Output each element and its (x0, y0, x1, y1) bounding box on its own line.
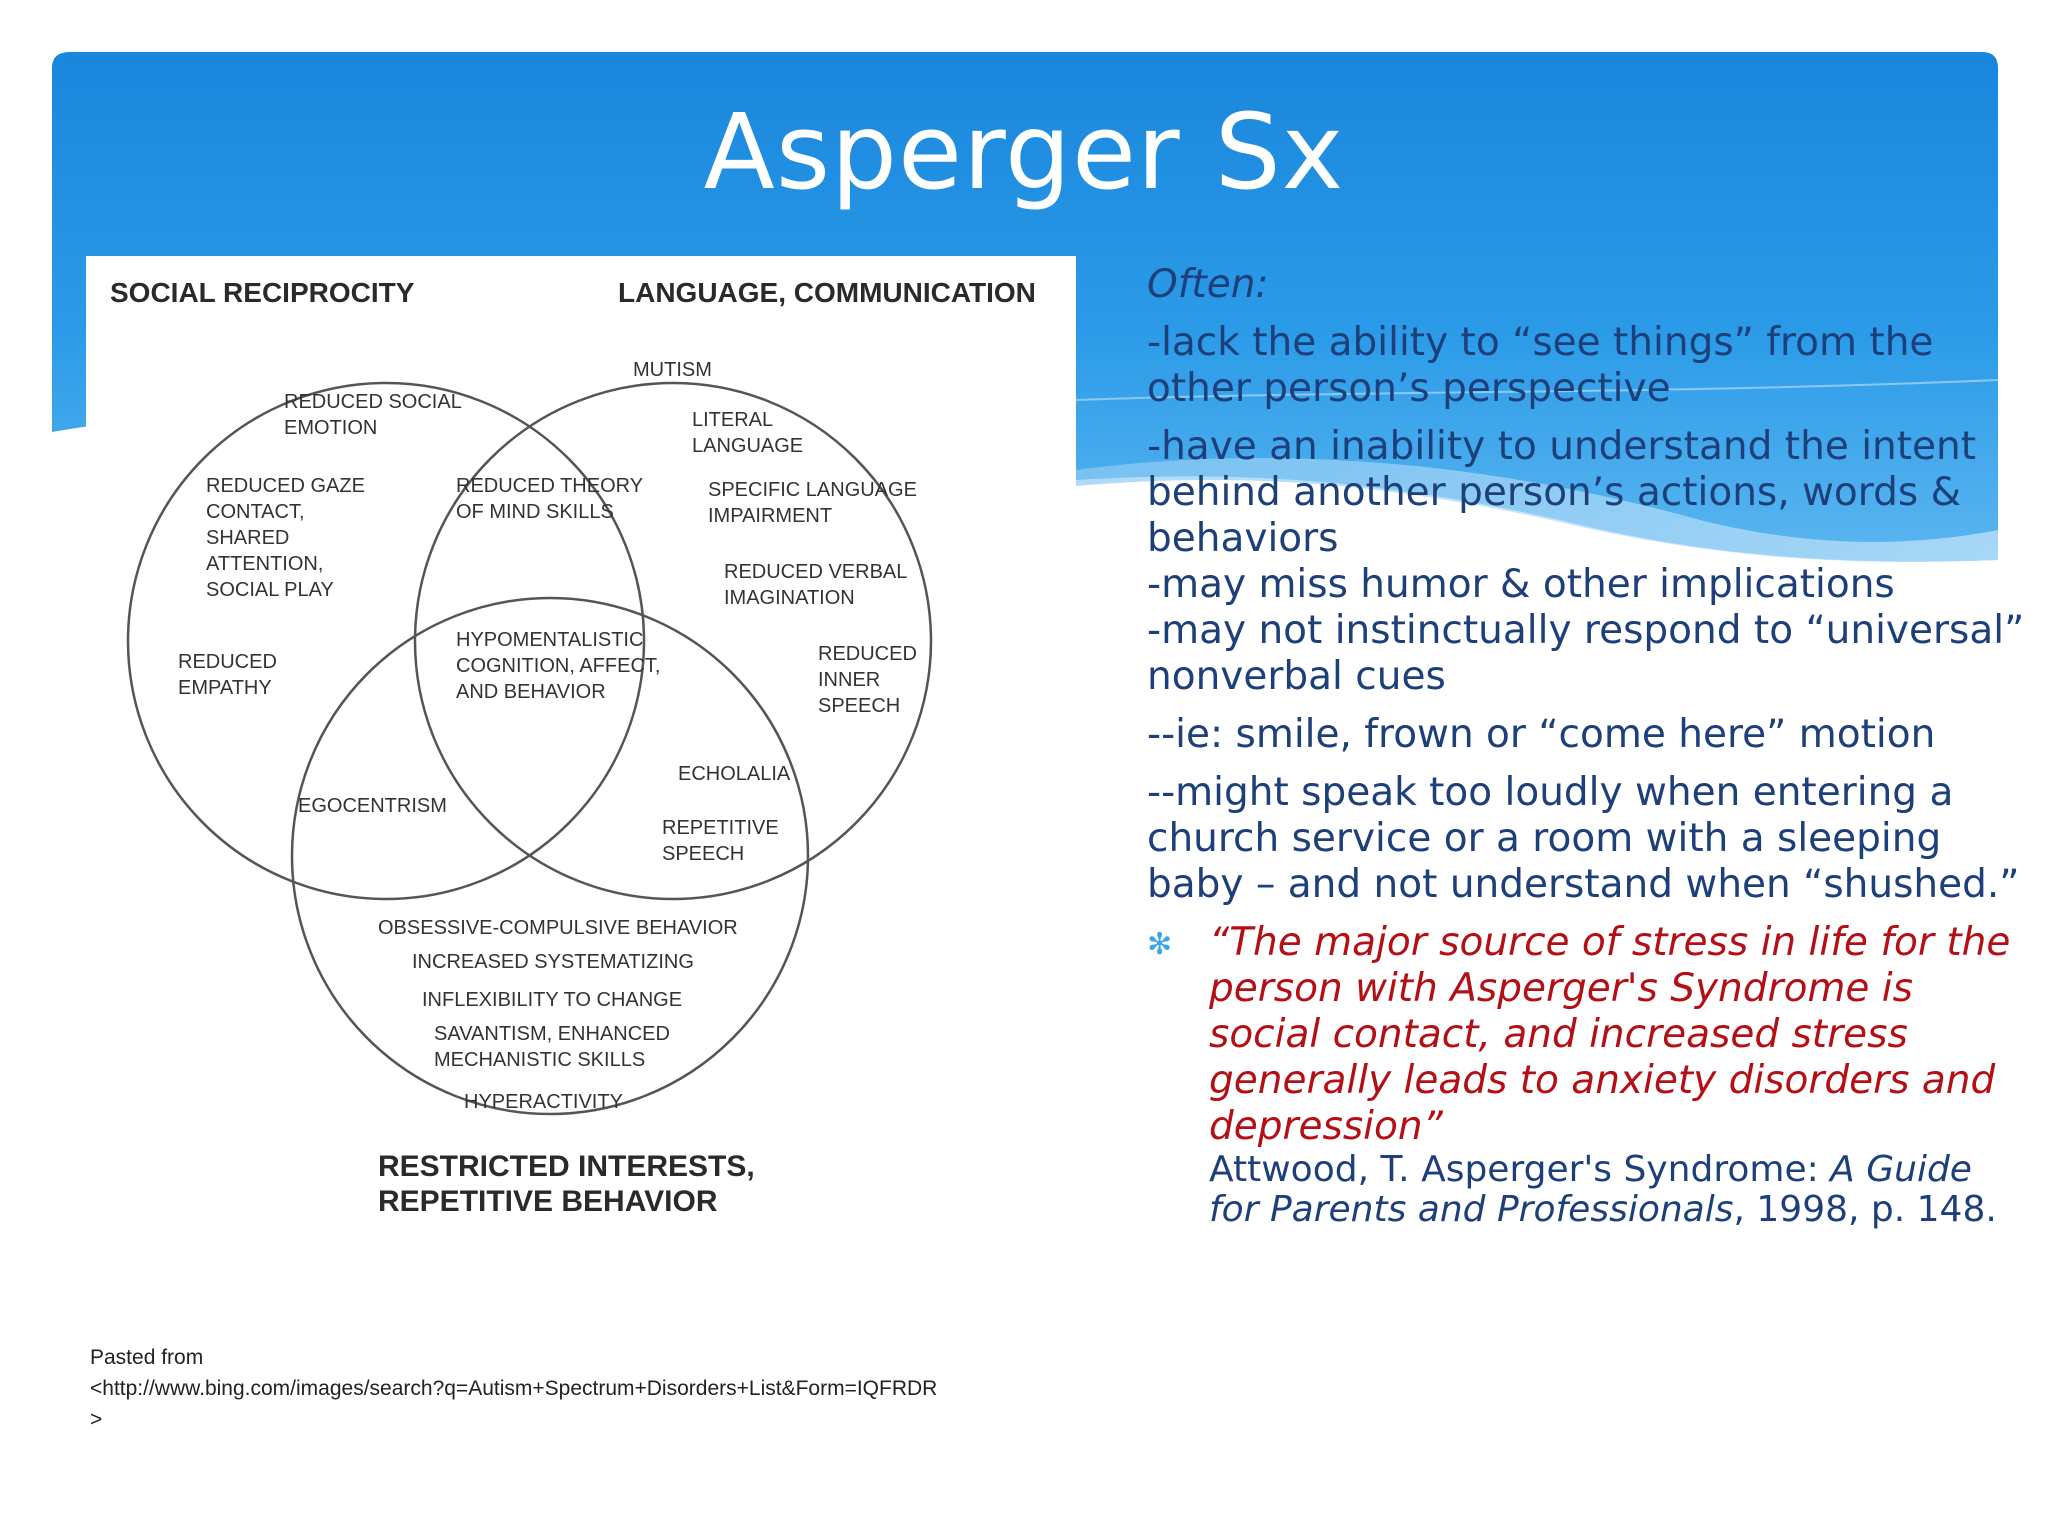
source-line-1: Pasted from (90, 1346, 204, 1369)
language-communication-circle (413, 381, 933, 901)
label-reduced-inner-speech: REDUCED (818, 643, 917, 665)
label-specific-language: SPECIFIC LANGUAGE (708, 479, 917, 501)
note-humor: -may miss humor & other implications (1147, 562, 1895, 607)
notes-panel: Often: -lack the ability to “see things”… (1147, 262, 2027, 1230)
citation-title: A Guide for Parents and Professionals (1209, 1149, 1972, 1230)
note-example-gestures: --ie: smile, frown or “come here” motion (1147, 712, 1936, 757)
label-obsessive-compulsive: OBSESSIVE-COMPULSIVE BEHAVIOR (378, 917, 738, 939)
label-echolalia: ECHOLALIA (678, 763, 791, 785)
image-source-note: Pasted from <http://www.bing.com/images/… (90, 1342, 1090, 1435)
label-inflexibility: INFLEXIBILITY TO CHANGE (422, 989, 682, 1011)
label-theory-of-mind-2: OF MIND SKILLS (456, 501, 614, 523)
source-line-3: > (90, 1408, 103, 1431)
label-reduced-empathy-2: EMPATHY (178, 677, 272, 699)
label-reduced-gaze-2: CONTACT, (206, 501, 305, 523)
label-reduced-gaze: REDUCED GAZE (206, 475, 365, 497)
label-hypomentalistic-3: AND BEHAVIOR (456, 681, 606, 703)
label-increased-systematizing: INCREASED SYSTEMATIZING (412, 951, 694, 973)
often-heading: Often: (1147, 262, 1269, 307)
quote-block: ✻ “The major source of stress in life fo… (1147, 920, 2027, 1230)
attwood-quote: “The major source of stress in life for … (1209, 920, 2011, 1149)
label-reduced-verbal-2: IMAGINATION (724, 587, 855, 609)
label-reduced-gaze-5: SOCIAL PLAY (206, 579, 334, 601)
label-savantism: SAVANTISM, ENHANCED (434, 1023, 670, 1045)
label-reduced-social-emotion: REDUCED SOCIAL (284, 391, 462, 413)
label-theory-of-mind: REDUCED THEORY (456, 475, 643, 497)
heading-restricted-interests: RESTRICTED INTERESTS, (378, 1150, 755, 1183)
label-reduced-empathy: REDUCED (178, 651, 277, 673)
asterisk-bullet-icon: ✻ (1147, 927, 1173, 962)
slide-title: Asperger Sx (703, 91, 1345, 213)
heading-repetitive-behavior: REPETITIVE BEHAVIOR (378, 1185, 718, 1218)
label-literal-language-2: LANGUAGE (692, 435, 803, 457)
note-perspective: -lack the ability to “see things” from t… (1147, 320, 1934, 411)
citation-author: Attwood, T. Asperger's Syndrome: (1209, 1149, 1831, 1190)
label-reduced-gaze-3: SHARED (206, 527, 289, 549)
restricted-interests-circle (290, 596, 810, 1116)
venn-diagram-panel: SOCIAL RECIPROCITY LANGUAGE, COMMUNICATI… (86, 256, 1076, 1246)
label-reduced-verbal: REDUCED VERBAL (724, 561, 907, 583)
heading-social-reciprocity: SOCIAL RECIPROCITY (110, 277, 415, 308)
label-reduced-inner-speech-2: INNER (818, 669, 880, 691)
note-nonverbal: -may not instinctually respond to “unive… (1147, 608, 2025, 699)
heading-language-communication: LANGUAGE, COMMUNICATION (618, 277, 1036, 308)
label-egocentrism: EGOCENTRISM (298, 795, 447, 817)
label-mutism: MUTISM (633, 359, 712, 381)
label-repetitive-speech: REPETITIVE (662, 817, 779, 839)
label-hyperactivity: HYPERACTIVITY (464, 1091, 623, 1113)
label-repetitive-speech-2: SPEECH (662, 843, 744, 865)
label-reduced-inner-speech-3: SPEECH (818, 695, 900, 717)
label-literal-language: LITERAL (692, 409, 773, 431)
banner-wave-line (1075, 379, 1999, 401)
label-specific-language-2: IMPAIRMENT (708, 505, 832, 527)
venn-diagram: SOCIAL RECIPROCITY LANGUAGE, COMMUNICATI… (110, 277, 1036, 1218)
note-example-loudness: --might speak too loudly when entering a… (1147, 770, 2020, 907)
citation-details: , 1998, p. 148. (1733, 1189, 1997, 1230)
label-savantism-2: MECHANISTIC SKILLS (434, 1049, 645, 1071)
note-intent: -have an inability to understand the int… (1147, 424, 1977, 561)
label-reduced-gaze-4: ATTENTION, (206, 553, 323, 575)
social-reciprocity-circle (126, 381, 646, 901)
label-reduced-social-emotion-2: EMOTION (284, 417, 377, 439)
source-url[interactable]: <http://www.bing.com/images/search?q=Aut… (90, 1377, 938, 1400)
label-hypomentalistic: HYPOMENTALISTIC (456, 629, 643, 651)
label-hypomentalistic-2: COGNITION, AFFECT, (456, 655, 660, 677)
banner-wave-highlight (1076, 458, 1998, 563)
citation: Attwood, T. Asperger's Syndrome: A Guide… (1209, 1150, 2027, 1230)
